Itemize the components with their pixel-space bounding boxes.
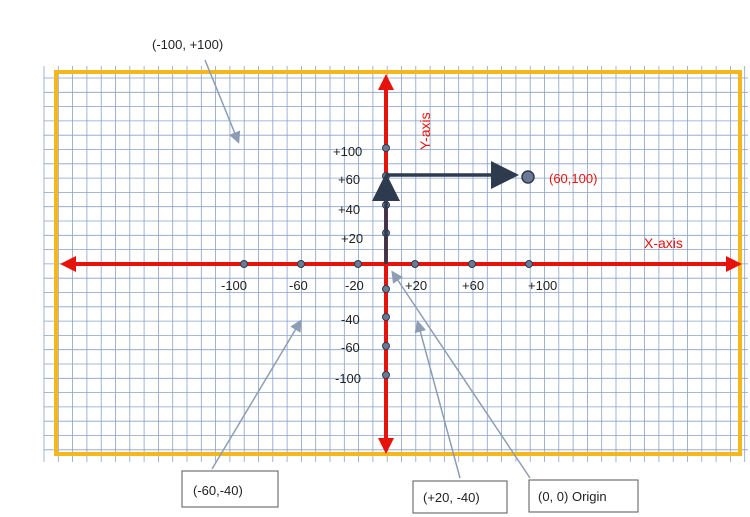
x-axis [60, 256, 742, 272]
y-tick-dot [382, 371, 390, 379]
x-tick-dot [297, 260, 305, 268]
annotation-arrow [204, 59, 241, 144]
y-tick-label: -40 [341, 312, 360, 327]
point-path [372, 161, 519, 264]
annotation-box-3: (0, 0) Origin [528, 479, 639, 513]
y-tick-label: -60 [341, 340, 360, 355]
annotation-box-1: (-60,-40) [181, 470, 279, 508]
y-tick-dot [382, 313, 390, 321]
plotted-point [521, 170, 535, 184]
x-tick-label: -20 [345, 278, 364, 293]
x-tick-dot [354, 260, 362, 268]
x-axis-label: X-axis [644, 235, 683, 251]
plotted-point-label: (60,100) [549, 171, 597, 186]
annotation-box-1-text: (-60,-40) [193, 483, 243, 498]
x-tick-label: +60 [462, 278, 484, 293]
x-tick-dot [411, 260, 419, 268]
x-tick-label: -100 [221, 278, 247, 293]
annotation-arrow [391, 270, 531, 479]
y-tick-label: +20 [341, 231, 363, 246]
y-tick-label: -100 [335, 371, 361, 386]
y-tick-label: +40 [338, 202, 360, 217]
y-tick-dot [382, 342, 390, 350]
x-tick-dot [525, 260, 533, 268]
y-tick-labels: +100 +60 +40 +20 -40 -60 -100 [333, 144, 363, 386]
annotation-top-left: (-100, +100) [152, 37, 223, 52]
x-tick-dot [468, 260, 476, 268]
x-tick-label: -60 [289, 278, 308, 293]
y-tick-label: +60 [338, 172, 360, 187]
y-tick-dot [382, 144, 390, 152]
y-tick-label: +100 [333, 144, 362, 159]
annotation-arrow [211, 319, 302, 470]
x-tick-label: +20 [405, 278, 427, 293]
y-tick-dot [382, 285, 390, 293]
x-tick-labels: -100 -60 -20 +20 +60 +100 [221, 278, 557, 293]
annotation-arrow [414, 320, 461, 479]
annotation-box-2-text: (+20, -40) [423, 490, 480, 505]
x-tick-dot [240, 260, 248, 268]
x-tick-label: +100 [528, 278, 557, 293]
y-axis-label: Y-axis [417, 112, 433, 150]
annotation-box-2: (+20, -40) [412, 480, 508, 514]
annotation-box-3-text: (0, 0) Origin [538, 489, 607, 504]
